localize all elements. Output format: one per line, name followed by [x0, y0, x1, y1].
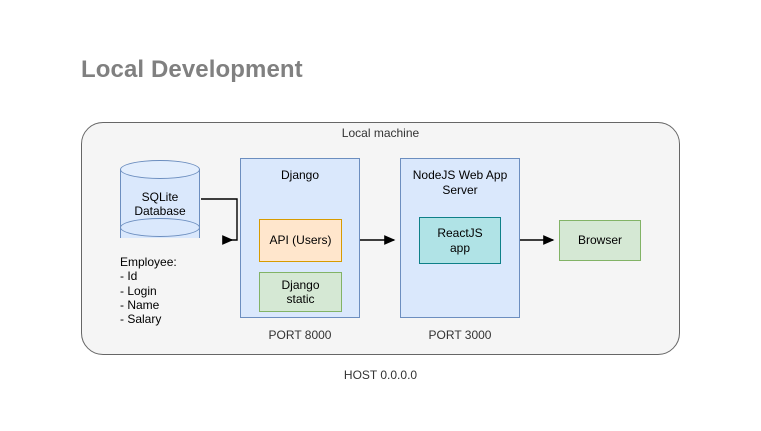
page-title: Local Development [81, 56, 303, 83]
sqlite-database-label-line2: Database [134, 204, 186, 218]
local-machine-label: Local machine [341, 126, 420, 140]
sqlite-database-node: SQLite Database [120, 160, 200, 238]
nodejs-service-title: NodeJS Web App Server [412, 168, 508, 197]
api-users-component: API (Users) [259, 219, 342, 262]
django-static-component: Django static [259, 272, 342, 312]
sqlite-database-label: SQLite Database [120, 190, 200, 218]
cylinder-bottom-ellipse [120, 218, 200, 237]
django-service-title: Django [280, 168, 320, 182]
django-port-label: PORT 8000 [268, 328, 332, 342]
django-static-label-line2: static [286, 292, 315, 306]
browser-node: Browser [559, 220, 641, 261]
django-static-label-line1: Django [281, 277, 320, 292]
reactjs-app-label-line2: app [449, 240, 470, 255]
cylinder-top-ellipse [120, 160, 200, 179]
sqlite-database-label-line1: SQLite [141, 190, 179, 204]
employee-schema-text: Employee: - Id - Login - Name - Salary [120, 255, 177, 327]
nodejs-port-label: PORT 3000 [428, 328, 492, 342]
reactjs-app-component: ReactJS app [419, 217, 501, 264]
reactjs-app-label-line1: ReactJS [437, 226, 483, 240]
host-label: HOST 0.0.0.0 [343, 368, 418, 382]
